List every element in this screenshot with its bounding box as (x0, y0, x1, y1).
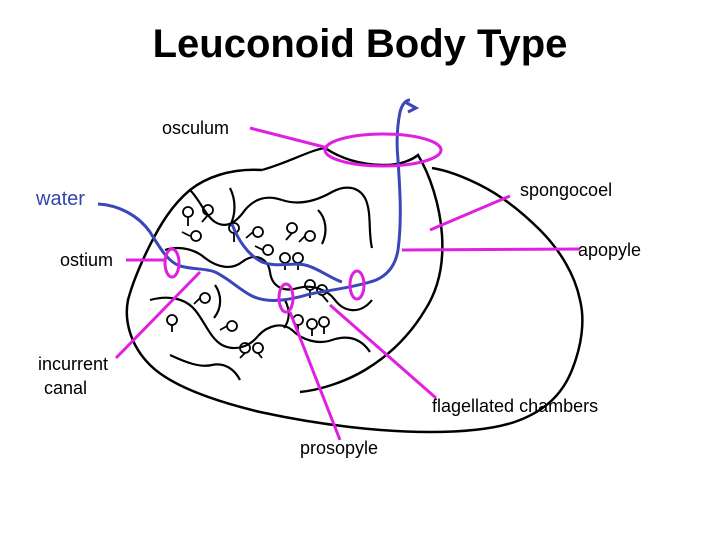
choanocyte (182, 206, 194, 218)
label-apopyle: apopyle (578, 240, 642, 260)
choanocyte (190, 230, 202, 242)
label-spongocoel: spongocoel (520, 180, 613, 200)
choanocyte-flagellum (201, 214, 209, 223)
choanocyte (286, 222, 298, 234)
osculum-pointer (249, 126, 329, 150)
choanocyte-flagellum (298, 235, 306, 243)
sponge-body-outline (125, 166, 584, 434)
label-ostium: ostium (60, 250, 114, 270)
label-prosopyle: prosopyle (300, 438, 379, 458)
choanocyte (166, 314, 178, 326)
water-flow-line (97, 98, 411, 302)
spongocoel-pointer (429, 194, 511, 232)
canal-wall (164, 246, 272, 273)
prosopyle-pointer (288, 311, 342, 441)
spongocoel-wall (299, 146, 444, 394)
choanocyte (306, 318, 318, 330)
choanocyte-flagellum (257, 352, 263, 359)
choanocyte-flagellum (254, 245, 264, 251)
choanocyte (304, 230, 316, 242)
label-incurrent-canal-line1: incurrent (38, 354, 109, 374)
choanocyte-flagellum (285, 232, 293, 241)
ostium-marker (163, 247, 181, 279)
choanocyte (304, 279, 316, 291)
choanocyte-flagellum (321, 294, 329, 303)
canal-wall (281, 186, 374, 249)
canal-wall (169, 354, 241, 381)
osculum-marker (323, 132, 443, 168)
choanocyte (252, 226, 264, 238)
choanocyte-flagellum (245, 231, 254, 239)
apopyle-pointer (401, 247, 581, 252)
label-water: water (36, 188, 85, 210)
prosopyle-marker (277, 282, 295, 314)
choanocyte (199, 292, 211, 304)
choanocyte (262, 244, 274, 256)
flagellated-chambers-pointer (329, 303, 437, 400)
choanocyte (279, 252, 291, 264)
choanocyte-flagellum (219, 325, 228, 331)
canal-wall (257, 324, 371, 353)
label-osculum: osculum (162, 118, 230, 138)
canal-wall (317, 209, 327, 245)
canal-wall (213, 284, 222, 319)
label-incurrent-canal-line2: canal (44, 378, 88, 398)
apopyle-marker (348, 269, 366, 301)
choanocyte (252, 342, 264, 354)
diagram-title: Leuconoid Body Type (152, 22, 568, 66)
choanocyte-flagellum (181, 231, 191, 237)
canal-wall (261, 146, 326, 172)
canal-wall (283, 299, 290, 329)
choanocyte-flagellum (239, 352, 246, 359)
choanocyte (292, 252, 304, 264)
label-flagellated-chambers: flagellated chambers (432, 396, 599, 416)
choanocyte (226, 320, 238, 332)
water-exit-arrowhead (404, 100, 420, 114)
flagellated-chambers (166, 204, 330, 359)
choanocyte-flagellum (193, 297, 201, 305)
label-pointers (114, 126, 581, 441)
incurrent-canal-pointer (114, 270, 202, 360)
water-flow-line-branch (230, 223, 343, 284)
choanocyte (318, 316, 330, 328)
